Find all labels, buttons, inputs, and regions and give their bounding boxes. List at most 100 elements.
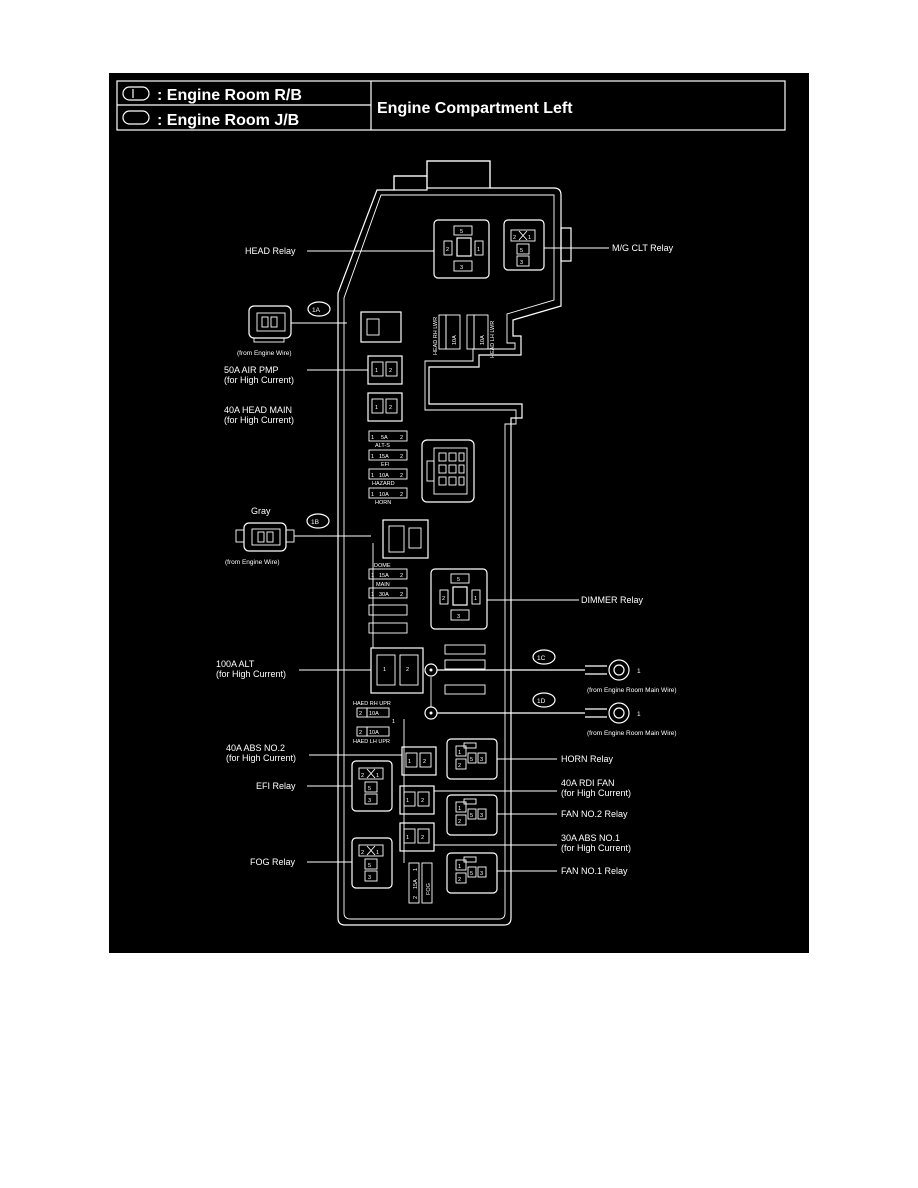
- head-lwr-fuses: HEAD RH LWR 10A 10A HEAD LH LWR: [433, 314, 496, 358]
- main-wire-1-label: (from Engine Room Main Wire): [587, 687, 677, 694]
- svg-text:1: 1: [413, 868, 419, 871]
- fuse-head-main: 1 2: [367, 392, 403, 422]
- junction-connector: [421, 439, 475, 503]
- svg-text:2: 2: [400, 473, 403, 479]
- mg-clt-relay: 2 1 5 3: [503, 219, 545, 271]
- fuse-abs-no2: 1 2: [401, 746, 437, 776]
- svg-text:MAIN: MAIN: [376, 582, 390, 588]
- fan-no1-relay: 1 2 5 3: [446, 852, 498, 894]
- svg-text:15A: 15A: [413, 879, 419, 889]
- svg-text:2: 2: [458, 763, 461, 769]
- svg-text:10A: 10A: [480, 335, 486, 345]
- fuse-box-diagram: : Engine Room R/B : Engine Room J/B Engi…: [116, 80, 786, 926]
- main-wire-2-label: (from Engine Room Main Wire): [587, 730, 677, 737]
- dimmer-relay-label: DIMMER Relay: [581, 595, 644, 605]
- svg-text:(for High Current): (for High Current): [561, 788, 631, 798]
- svg-text:1: 1: [376, 850, 379, 856]
- svg-text:(for High Current): (for High Current): [216, 669, 286, 679]
- svg-text:1: 1: [371, 573, 374, 579]
- gray-label: Gray: [251, 506, 271, 516]
- fuse-air-pmp: 1 2: [367, 355, 403, 385]
- svg-text:EFI: EFI: [381, 462, 390, 468]
- svg-text:HAZARD: HAZARD: [372, 481, 395, 487]
- fog-relay: 2 1 5 3: [351, 837, 393, 889]
- alt-label: 100A ALT: [216, 659, 255, 669]
- svg-text:1: 1: [392, 719, 395, 725]
- head-main-label: 40A HEAD MAIN: [224, 405, 292, 415]
- svg-text:2: 2: [359, 711, 362, 717]
- svg-text:10A: 10A: [369, 730, 379, 736]
- legend-item-rb: : Engine Room R/B: [157, 87, 302, 104]
- svg-text:1: 1: [376, 773, 379, 779]
- ring-terminal-1d: [585, 702, 630, 724]
- diagram-panel: : Engine Room R/B : Engine Room J/B Engi…: [109, 73, 809, 953]
- svg-text:2: 2: [400, 573, 403, 579]
- svg-text:1C: 1C: [537, 655, 546, 662]
- svg-text:15A: 15A: [379, 573, 389, 579]
- svg-text:3: 3: [368, 798, 371, 804]
- abs1-label: 30A ABS NO.1: [561, 833, 620, 843]
- legend-item-jb: : Engine Room J/B: [157, 112, 299, 129]
- svg-text:2: 2: [406, 667, 409, 673]
- fan-no1-relay-label: FAN NO.1 Relay: [561, 866, 628, 876]
- svg-text:1: 1: [375, 368, 378, 374]
- svg-text:2: 2: [423, 759, 426, 765]
- svg-text:2: 2: [359, 730, 362, 736]
- svg-text:5: 5: [460, 229, 463, 235]
- svg-text:1: 1: [406, 835, 409, 841]
- fan-no2-relay: 1 2 5 3: [446, 794, 498, 836]
- svg-text:HEAD RH LWR: HEAD RH LWR: [433, 317, 439, 355]
- svg-text:3: 3: [368, 875, 371, 881]
- connector-1b-badge: [306, 513, 330, 529]
- svg-text:2: 2: [513, 235, 516, 241]
- horn-relay-label: HORN Relay: [561, 754, 614, 764]
- svg-text:(for High Current): (for High Current): [561, 843, 631, 853]
- air-pmp-label: 50A AIR PMP: [224, 365, 279, 375]
- svg-text:2: 2: [389, 405, 392, 411]
- fan-no2-relay-label: FAN NO.2 Relay: [561, 809, 628, 819]
- svg-text:(for High Current): (for High Current): [226, 753, 296, 763]
- svg-text:2: 2: [400, 435, 403, 441]
- svg-text:1: 1: [371, 492, 374, 498]
- connector-1b-socket: [382, 519, 429, 559]
- small-fuses-dome-main: DOME 1 15A 2 MAIN 1 30A 2: [368, 563, 408, 634]
- fog-relay-label: FOG Relay: [250, 857, 296, 867]
- connector-1a: [248, 305, 292, 343]
- svg-text:3: 3: [480, 871, 483, 877]
- svg-text:3: 3: [460, 265, 463, 271]
- connector-1d-badge: [532, 692, 556, 708]
- svg-text:ALT-S: ALT-S: [375, 443, 390, 449]
- svg-text:1: 1: [406, 798, 409, 804]
- head-relay: 5 2 1 3: [433, 219, 490, 279]
- svg-text:(from Engine Wire): (from Engine Wire): [225, 559, 280, 566]
- connector-1a-badge: [307, 301, 331, 317]
- svg-text:1: 1: [637, 711, 641, 718]
- svg-text:2: 2: [446, 247, 449, 253]
- fuse-alt: 1 2: [370, 647, 424, 694]
- svg-text:1: 1: [383, 667, 386, 673]
- svg-text:2: 2: [458, 819, 461, 825]
- fuse-box-outline: [337, 160, 572, 926]
- fuse-rdi-fan: 1 2: [399, 785, 435, 815]
- horn-relay: 1 2 5 3: [446, 738, 498, 780]
- svg-text:1D: 1D: [537, 698, 546, 705]
- svg-text:1: 1: [458, 864, 461, 870]
- svg-text:1: 1: [375, 405, 378, 411]
- svg-text:5: 5: [457, 577, 460, 583]
- mg-clt-relay-label: M/G CLT Relay: [612, 243, 674, 253]
- efi-relay: 2 1 5 3: [351, 760, 393, 812]
- svg-text:2: 2: [400, 454, 403, 460]
- svg-text:1: 1: [371, 454, 374, 460]
- head-relay-label: HEAD Relay: [245, 246, 296, 256]
- svg-text:HORN: HORN: [375, 500, 391, 506]
- svg-text:1B: 1B: [311, 519, 319, 526]
- svg-text:1: 1: [371, 435, 374, 441]
- rdi-fan-label: 40A RDI FAN: [561, 778, 615, 788]
- svg-text:5: 5: [470, 757, 473, 763]
- svg-text:10A: 10A: [452, 335, 458, 345]
- svg-text:1: 1: [371, 473, 374, 479]
- svg-text:5: 5: [470, 871, 473, 877]
- svg-text:2: 2: [421, 798, 424, 804]
- fuse-fog: 2 15A 1 FOG: [408, 862, 433, 904]
- svg-text:2: 2: [400, 492, 403, 498]
